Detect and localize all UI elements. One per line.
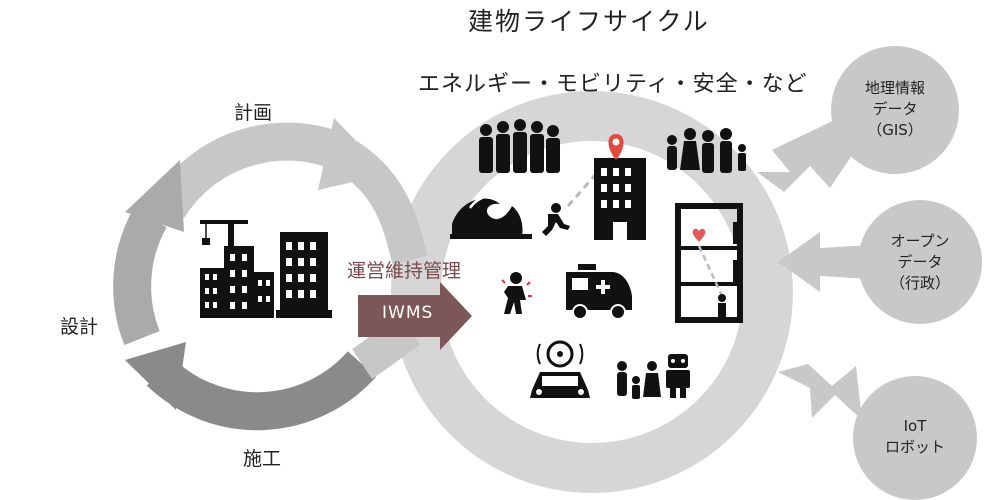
open-data-circle	[858, 200, 982, 324]
open-line3: （行政）	[889, 274, 950, 292]
autonomous-car-icon	[530, 340, 590, 398]
gis-source-label: 地理情報 データ （GIS）	[840, 78, 950, 141]
iot-line2: ロボット	[884, 438, 945, 456]
iot-circle	[853, 376, 977, 500]
open-line2: データ	[897, 253, 943, 271]
aed-building-icon	[675, 203, 743, 323]
crane-building-icon	[200, 220, 274, 318]
phase-construction-label: 施工	[243, 448, 282, 470]
injured-person-icon	[501, 272, 532, 314]
gis-circle	[831, 46, 959, 174]
open-data-source-label: オープン データ （行政）	[865, 231, 975, 294]
office-building-icon	[276, 232, 332, 318]
gis-line3: （GIS）	[867, 121, 923, 139]
design-arc	[113, 208, 167, 345]
diagram-subtitle: エネルギー・モビリティ・安全・など	[418, 72, 808, 97]
operations-ring	[391, 91, 793, 493]
gis-line2: データ	[872, 100, 918, 118]
family-icon	[667, 128, 746, 173]
iot-source-label: IoT ロボット	[860, 416, 970, 458]
plan-arc	[151, 122, 348, 219]
robot-family-icon	[617, 354, 690, 399]
iot-arrow	[778, 364, 862, 420]
operations-label: 運営維持管理	[347, 260, 462, 282]
diagram-title: 建物ライフサイクル	[468, 7, 710, 36]
gis-line1: 地理情報	[864, 79, 925, 97]
phase-plan-label: 計画	[234, 102, 273, 124]
iwms-arrow	[358, 282, 472, 350]
ring-connector	[330, 136, 428, 265]
phase-design-label: 設計	[60, 316, 99, 338]
source-arrows	[757, 115, 870, 420]
map-pin-building-icon	[594, 134, 646, 240]
open-data-arrow	[778, 232, 870, 292]
open-line1: オープン	[890, 232, 950, 250]
ambulance-icon	[566, 264, 632, 320]
gis-arrow	[757, 115, 862, 192]
design-arrowhead	[125, 160, 184, 232]
construction-arc	[146, 351, 377, 431]
crowd-icon	[479, 119, 560, 173]
tsunami-escape-icon	[450, 194, 570, 239]
iot-line1: IoT	[903, 417, 927, 435]
iwms-label: IWMS	[382, 303, 434, 323]
construction-arrowhead	[125, 342, 186, 410]
